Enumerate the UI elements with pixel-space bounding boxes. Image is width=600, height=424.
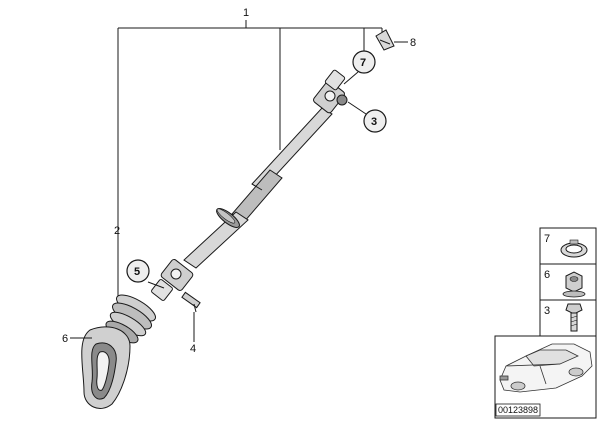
callout-2-label: 2 [114,225,120,237]
svg-text:6: 6 [544,269,550,281]
rubber-boot [81,294,156,409]
legend-item-nut: 6 [544,269,586,298]
steering-shaft [151,69,348,301]
thumbnail-code: 00123898 [498,405,538,415]
clamp-bolt [181,291,201,342]
svg-text:3: 3 [544,305,550,317]
legend-item-bolt: 3 [544,303,583,332]
callout-8-label: 8 [410,37,416,49]
clip-part [375,29,408,51]
callout-3-label: 3 [371,116,377,128]
callout-3-circle: 3 [347,101,387,133]
callout-4-label: 4 [190,343,196,355]
callout-6-label: 6 [62,333,68,345]
car-icon [499,343,593,393]
callout-5-circle: 5 [126,259,165,289]
callout-7-circle: 7 [343,50,376,85]
vehicle-thumbnail: 00123898 [494,335,597,419]
svg-text:7: 7 [544,233,550,245]
legend-panel: 7 6 3 [539,227,597,337]
callout-1-leaders [117,20,383,300]
legend-item-clamp-ring: 7 [544,233,588,258]
callout-5-label: 5 [134,266,140,278]
callout-7-label: 7 [360,57,366,69]
callout-1-label: 1 [243,7,249,19]
